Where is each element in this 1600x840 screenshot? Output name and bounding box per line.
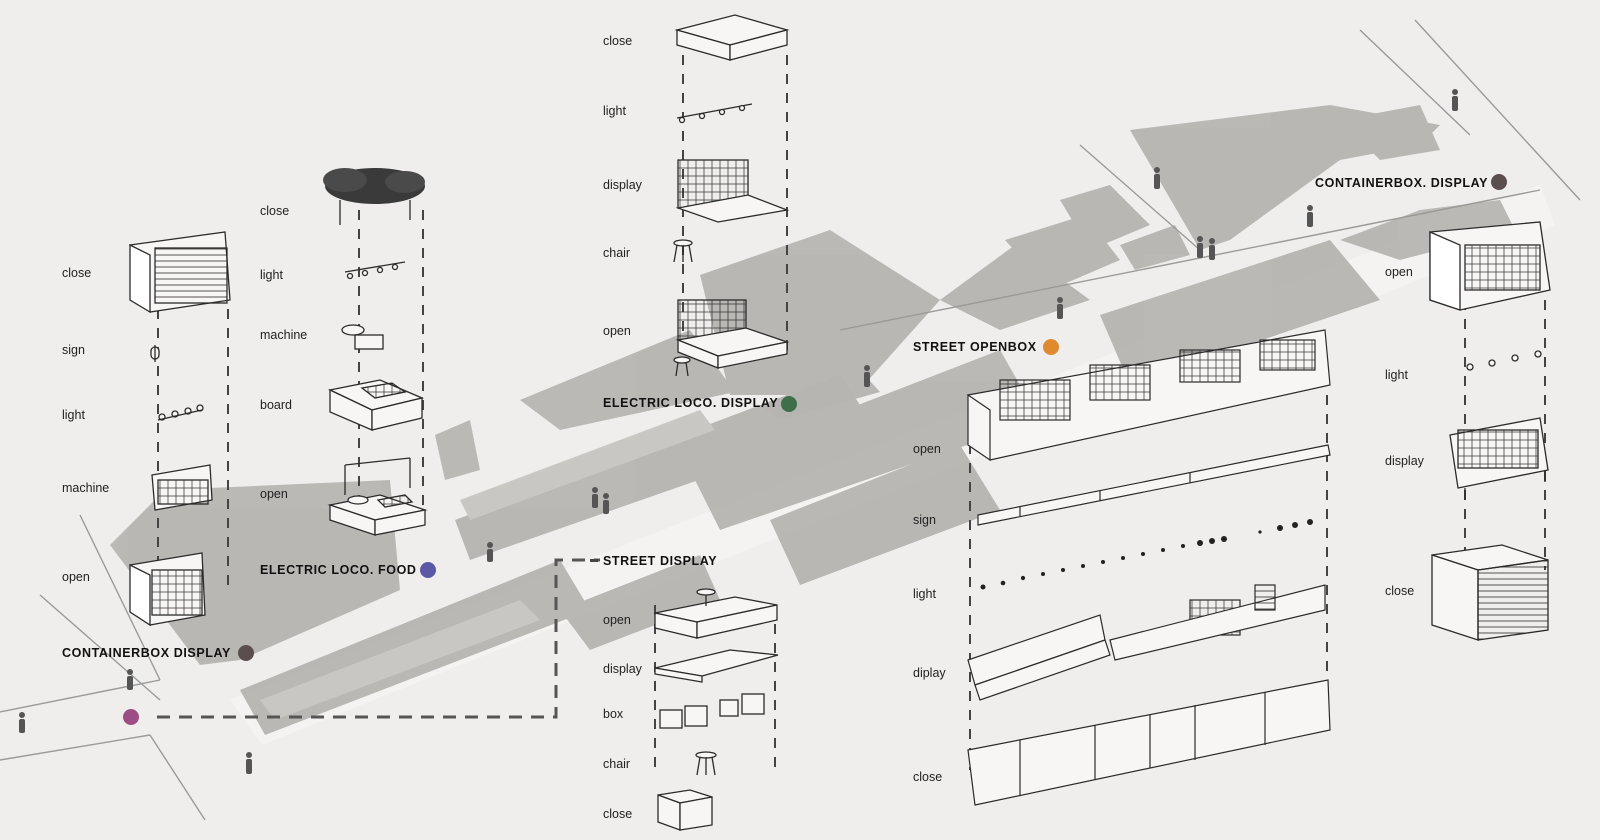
- person-figure: [1057, 297, 1063, 319]
- stack-label: light: [913, 587, 936, 601]
- food-cart-open-icon: [327, 457, 428, 536]
- container-open-icon: [129, 552, 206, 627]
- stack-label: display: [603, 178, 642, 192]
- person-figure: [1197, 236, 1203, 258]
- stack-label: display: [1385, 454, 1424, 468]
- street-table-open-icon: [654, 588, 778, 639]
- stack-label: close: [913, 770, 943, 784]
- stack-label: close: [1385, 584, 1415, 598]
- ground-plan: [0, 19, 1581, 821]
- site-title-electric-loco-food: ELECTRIC LOCO. FOOD: [260, 563, 417, 577]
- light-dots-icon: [980, 519, 1313, 590]
- stack-label: light: [260, 268, 283, 282]
- box-stack-closed-icon: [657, 789, 713, 831]
- sign-icon: [150, 345, 160, 362]
- person-figure: [603, 493, 609, 514]
- site-title-containerbox-display-right: CONTAINERBOX. DISPLAY: [1315, 176, 1489, 190]
- stack-label: machine: [260, 328, 308, 342]
- display-cart-open-icon: [673, 299, 790, 377]
- person-figure: [592, 487, 598, 508]
- display-cart-icon: [675, 159, 790, 223]
- stack-label: machine: [62, 481, 110, 495]
- stack-label: open: [913, 442, 941, 456]
- container-open-icon: [1429, 221, 1551, 311]
- stack-label: close: [603, 34, 633, 48]
- display-cart-closed-icon: [674, 14, 790, 61]
- stack-label: light: [62, 408, 85, 422]
- container-closed-icon: [129, 231, 231, 314]
- stool-icon: [673, 239, 693, 263]
- stack-label: chair: [603, 246, 631, 260]
- person-figure: [19, 712, 25, 733]
- stack-label: light: [603, 104, 626, 118]
- sidewalk-strips: [260, 410, 715, 720]
- site-title-street-display: STREET DISPLAY: [603, 554, 718, 568]
- stack-label: open: [62, 570, 90, 584]
- street-entry-marker[interactable]: [123, 709, 139, 725]
- stack-label: close: [260, 204, 290, 218]
- track-light-icon: [676, 103, 753, 124]
- electric-loco-display-marker[interactable]: [781, 396, 797, 412]
- openbox-display-icon: [967, 584, 1326, 701]
- street-display-marker[interactable]: [590, 559, 598, 562]
- stack-street-display: [654, 588, 779, 831]
- openbox-closed-icon: [967, 679, 1331, 806]
- person-figure: [864, 365, 870, 387]
- site-title-containerbox-display-left: CONTAINERBOX DISPLAY: [62, 646, 231, 660]
- stack-label: diplay: [913, 666, 946, 680]
- street-lines: [0, 19, 1581, 821]
- cloud-cart-icon: [323, 168, 425, 225]
- stack-electric-display: [673, 14, 790, 377]
- stack-label: board: [260, 398, 292, 412]
- stack-label: open: [1385, 265, 1413, 279]
- containerbox-display-right-marker[interactable]: [1491, 174, 1507, 190]
- stack-street-openbox: [967, 329, 1331, 806]
- person-figure: [1307, 205, 1313, 227]
- grill-machine-icon: [341, 324, 384, 350]
- stack-electric-food: [323, 168, 428, 536]
- spotlights-icon: [157, 404, 204, 421]
- container-closed-icon: [1431, 544, 1549, 641]
- stack-label: close: [62, 266, 92, 280]
- openbox-open-icon: [967, 329, 1331, 462]
- stack-label: box: [603, 707, 624, 721]
- display-board-icon: [654, 649, 779, 683]
- track-light-icon: [344, 261, 406, 280]
- containerbox-display-left-marker[interactable]: [238, 645, 254, 661]
- stool-icon: [695, 751, 717, 776]
- stack-label: sign: [62, 343, 85, 357]
- person-figure: [487, 542, 493, 562]
- site-title-street-openbox: STREET OPENBOX: [913, 340, 1037, 354]
- stack-label: display: [603, 662, 642, 676]
- stack-label: chair: [603, 757, 631, 771]
- vending-machine-icon: [151, 464, 213, 511]
- street-display-route: [157, 558, 600, 719]
- person-figure: [1154, 167, 1160, 189]
- site-markers: [123, 174, 1507, 725]
- electric-loco-food-marker[interactable]: [420, 562, 436, 578]
- pedestrians: [19, 89, 1458, 774]
- spotlights-icon: [1466, 350, 1542, 371]
- stack-label: close: [603, 807, 633, 821]
- stack-containerbox-left: [129, 231, 231, 627]
- display-rack-icon: [1449, 417, 1549, 500]
- grill-board-icon: [327, 379, 425, 431]
- stack-label: open: [603, 324, 631, 338]
- person-figure: [1209, 238, 1215, 260]
- street-openbox-marker[interactable]: [1043, 339, 1059, 355]
- person-figure: [1452, 89, 1458, 111]
- stack-label: open: [260, 487, 288, 501]
- stack-label: light: [1385, 368, 1408, 382]
- site-title-electric-loco-display: ELECTRIC LOCO. DISPLAY: [603, 396, 779, 410]
- stack-label: open: [603, 613, 631, 627]
- stack-label: sign: [913, 513, 936, 527]
- boxes-icon: [659, 693, 765, 729]
- person-figure: [127, 669, 133, 690]
- stack-containerbox-right: [1429, 221, 1551, 641]
- person-figure: [246, 752, 252, 774]
- sign-band-icon: [977, 444, 1331, 526]
